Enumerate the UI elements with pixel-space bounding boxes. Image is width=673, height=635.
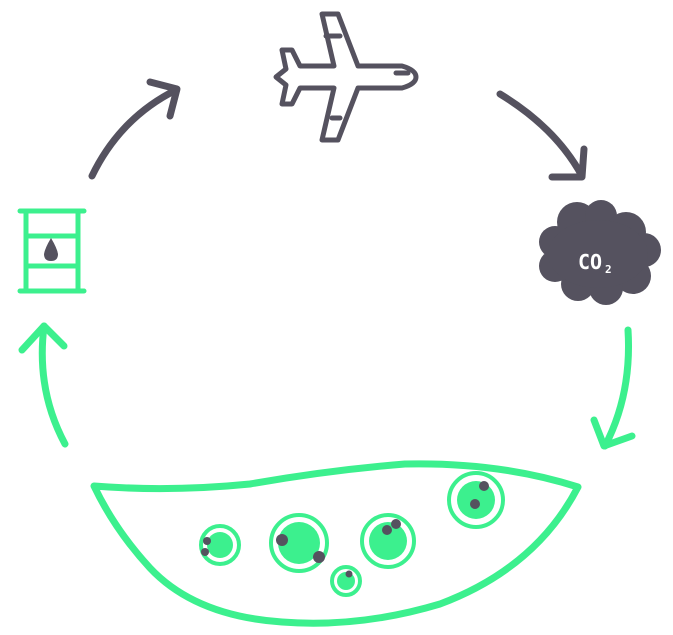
arrow-plane-to-cloud <box>500 94 584 177</box>
algae-pond-icon <box>94 464 578 623</box>
algae-cell <box>362 515 414 567</box>
co2-label: CO <box>578 250 602 274</box>
algae-cell <box>449 473 503 527</box>
arrow-cloud-to-pond <box>594 330 632 446</box>
oil-drop-icon <box>44 238 58 261</box>
arrow-barrel-to-plane <box>92 82 177 176</box>
algae-cell <box>332 567 360 595</box>
oil-barrel-icon <box>20 211 84 291</box>
co2-cloud-icon: CO 2 <box>539 200 661 305</box>
arrow-pond-to-barrel <box>22 326 65 444</box>
co2-subscript: 2 <box>605 263 612 276</box>
algae-cell <box>201 526 239 564</box>
airplane-icon <box>276 14 416 140</box>
algae-cell <box>271 515 327 571</box>
